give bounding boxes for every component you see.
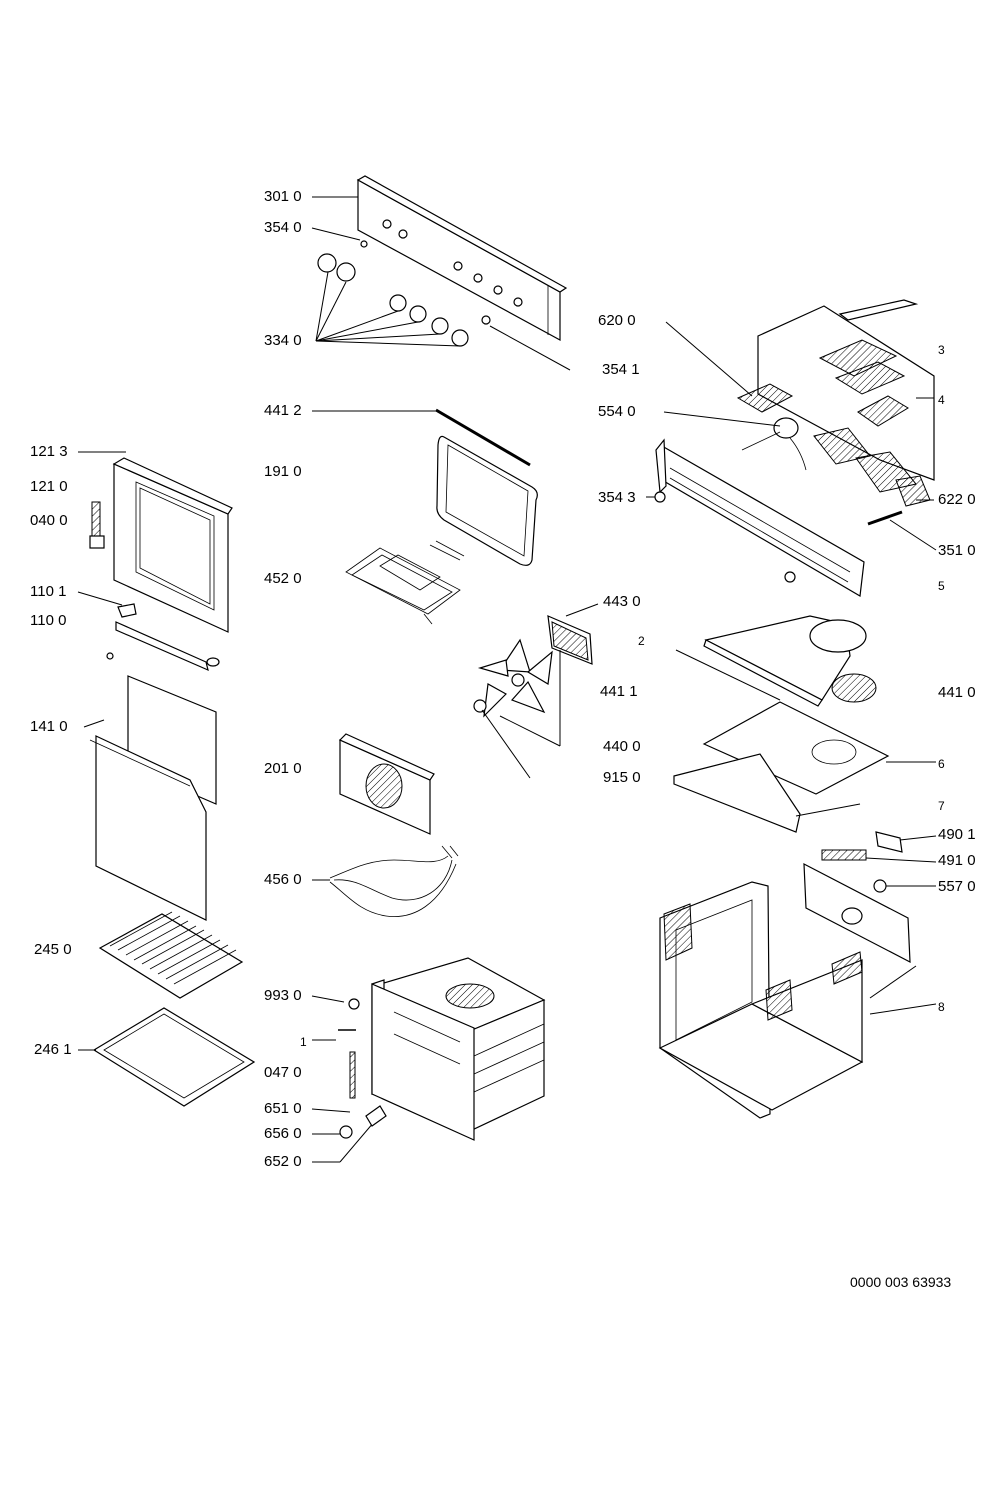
selector-switch	[665, 321, 794, 413]
callout-246-1: 246 1	[34, 1041, 72, 1058]
selector-shaft	[867, 510, 937, 551]
switch-block	[813, 427, 934, 507]
callout-354-1: 354 1	[602, 361, 640, 378]
callout-351-0: 351 0	[938, 542, 976, 559]
callout-441-0: 441 0	[938, 684, 976, 701]
callout-452-0: 452 0	[264, 570, 302, 587]
control-bracket	[646, 438, 865, 597]
callout-121-0: 121 0	[30, 478, 68, 495]
callout-915-0: 915 0	[603, 769, 641, 786]
terminal-board	[803, 831, 937, 1015]
callout-number-3: 3	[938, 343, 945, 357]
door-hinge	[89, 501, 105, 549]
callout-334-0: 334 0	[264, 332, 302, 349]
callout-554-0: 554 0	[598, 403, 636, 420]
fan-motor	[547, 603, 599, 665]
callout-number-2: 2	[638, 634, 645, 648]
door-glass	[83, 675, 217, 921]
callout-656-0: 656 0	[264, 1125, 302, 1142]
thermostat	[663, 411, 807, 471]
callout-245-0: 245 0	[34, 941, 72, 958]
callout-number-4: 4	[938, 393, 945, 407]
drawing-number: 0000 003 63933	[850, 1274, 952, 1290]
callout-490-1: 490 1	[938, 826, 976, 843]
callout-040-0: 040 0	[30, 512, 68, 529]
callout-440-0: 440 0	[603, 738, 641, 755]
fan-blade	[473, 638, 561, 779]
callout-557-0: 557 0	[938, 878, 976, 895]
control-panel	[356, 175, 568, 342]
door-handle	[77, 591, 220, 672]
lamp-parts	[311, 995, 387, 1163]
callout-number-1: 1	[300, 1035, 307, 1049]
grill-element	[345, 540, 465, 625]
fan-cover	[338, 733, 435, 835]
baking-tray	[78, 1007, 256, 1107]
callout-201-0: 201 0	[264, 760, 302, 777]
oven-cavity	[371, 957, 546, 1141]
outer-casing	[658, 881, 864, 1119]
callout-047-0: 047 0	[264, 1064, 302, 1081]
callout-121-3: 121 3	[30, 443, 68, 460]
callout-141-0: 141 0	[30, 718, 68, 735]
callout-652-0: 652 0	[264, 1153, 302, 1170]
callout-651-0: 651 0	[264, 1100, 302, 1117]
top-cover	[675, 615, 877, 707]
insulation-panel	[702, 701, 936, 795]
callout-number-5: 5	[938, 579, 945, 593]
callout-301-0: 301 0	[264, 188, 302, 205]
callout-number-6: 6	[938, 757, 945, 771]
callout-191-0: 191 0	[264, 463, 302, 480]
callout-354-3: 354 3	[598, 489, 636, 506]
callout-622-0: 622 0	[938, 491, 976, 508]
callout-441-2: 441 2	[264, 402, 302, 419]
callout-491-0: 491 0	[938, 852, 976, 869]
callout-110-1: 110 1	[30, 583, 67, 600]
callout-456-0: 456 0	[264, 871, 302, 888]
electronic-module	[757, 299, 935, 481]
callout-number-7: 7	[938, 799, 945, 813]
oven-rack	[98, 911, 244, 999]
callout-number-8: 8	[938, 1000, 945, 1014]
callout-993-0: 993 0	[264, 987, 302, 1004]
callout-354-0: 354 0	[264, 219, 302, 236]
callout-441-1: 441 1	[600, 683, 638, 700]
door-frame	[78, 451, 233, 633]
callout-443-0: 443 0	[603, 593, 641, 610]
bottom-panel	[673, 753, 861, 833]
circular-heating-element	[312, 845, 459, 917]
callout-620-0: 620 0	[598, 312, 636, 329]
callout-110-0: 110 0	[30, 612, 67, 629]
